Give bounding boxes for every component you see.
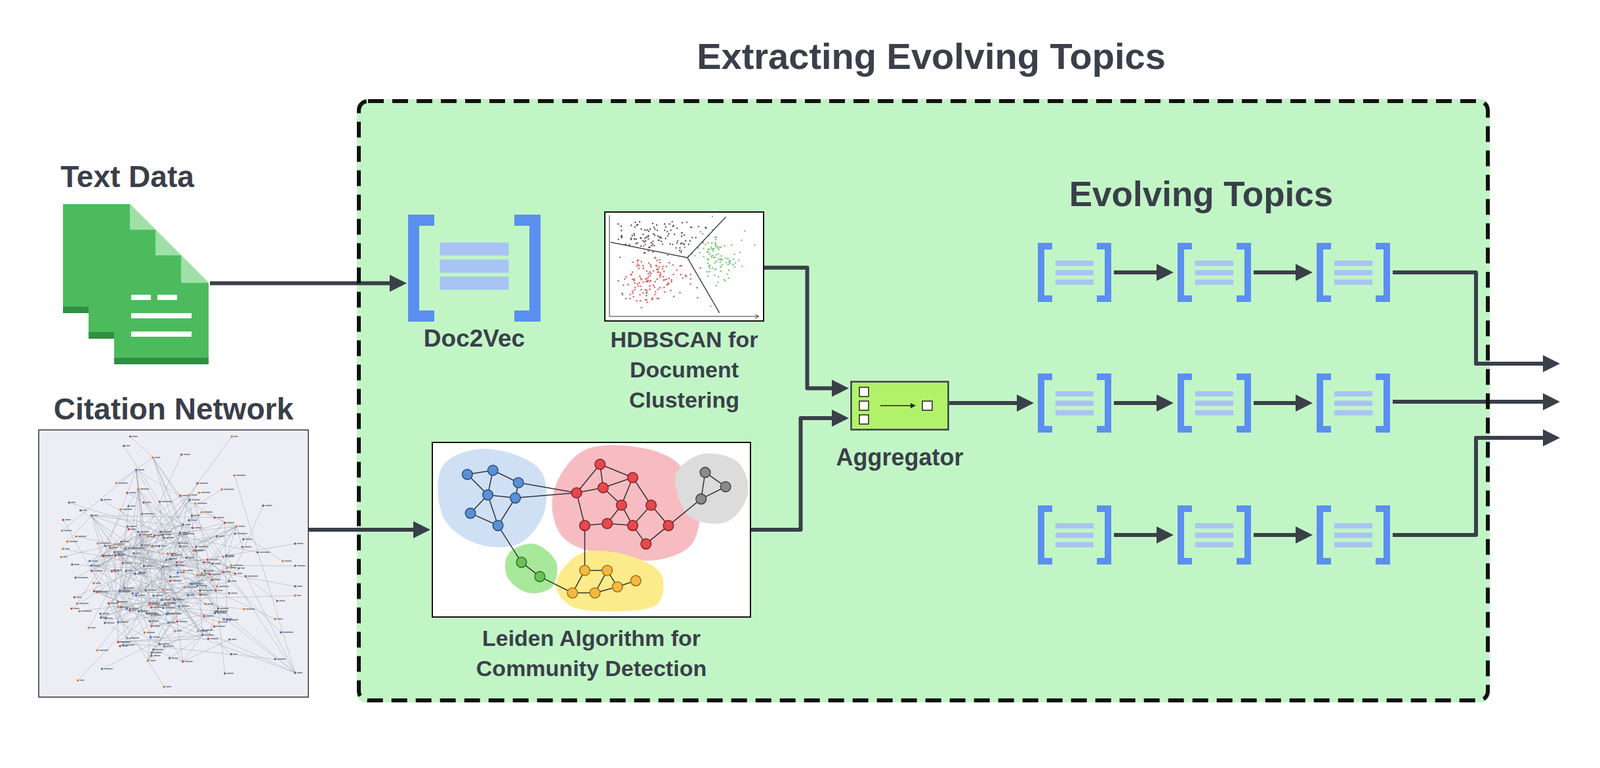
aggregator-icon [859,387,933,424]
chain-arrow [1113,270,1166,275]
node-label: Aggregator [835,442,964,472]
community-graph-art [437,444,748,611]
chain-arrow [1113,532,1166,537]
flow-connector [209,281,399,286]
node-label: Citation Network [53,390,294,428]
evolving-topic-chains [1037,242,1391,565]
image-frame [432,442,751,617]
node-label: HDBSCAN for Document Clustering [592,324,777,416]
image-frame [604,211,764,321]
topic-bracket [1316,373,1391,433]
image-frame [38,429,309,697]
embedding-bracket: Doc2Vec [408,214,541,322]
node-label: Doc2Vec [423,324,525,353]
group-heading: Evolving Topics [1069,173,1334,216]
topic-bracket [1037,505,1112,565]
chain-arrow [1253,270,1305,275]
aggregator-box: Aggregator [850,380,950,431]
node-label: Text Data [60,158,195,195]
dashed-border [358,101,1488,700]
aggregator-fill [851,381,949,430]
topic-bracket [1177,373,1252,433]
chain-arrow [1113,400,1166,405]
scatter-plot [609,215,759,319]
network-texture [59,434,306,688]
document-stack-art [62,204,210,366]
topic-bracket [1316,505,1391,565]
topic-bracket [1037,373,1112,433]
citation-network-image: Citation Network [38,429,309,697]
flow-connector [764,267,841,389]
citation-network-image-art [38,429,309,697]
chain-arrow [1253,532,1305,537]
flow-arrow [1392,399,1552,404]
topic-bracket [1177,505,1252,565]
flow-arrow [949,400,1026,405]
flow-connector [308,527,422,532]
aggregator-box-art [850,380,950,431]
chain-arrow [1253,400,1305,405]
topic-bracket [1037,242,1112,302]
document-stack: Text Data [62,204,210,366]
flow-arrow [1392,437,1552,535]
clustering-plot: HDBSCAN for Document Clustering [604,211,765,322]
region-title: Extracting Evolving Topics [696,34,1166,79]
node-label: Leiden Algorithm for Community Detection [440,622,743,683]
community-graph: Leiden Algorithm for Community Detection [431,441,752,618]
topic-bracket [1316,242,1391,302]
topic-bracket [1177,242,1252,302]
document-icon [114,255,209,365]
embedding-bracket-art [408,214,541,322]
embedding-icon [408,214,541,322]
clustering-plot-art [604,211,765,322]
region-fill [356,99,1490,702]
flow-connector [751,417,841,530]
flow-arrow [1392,272,1552,364]
community-graph-art [431,441,752,618]
